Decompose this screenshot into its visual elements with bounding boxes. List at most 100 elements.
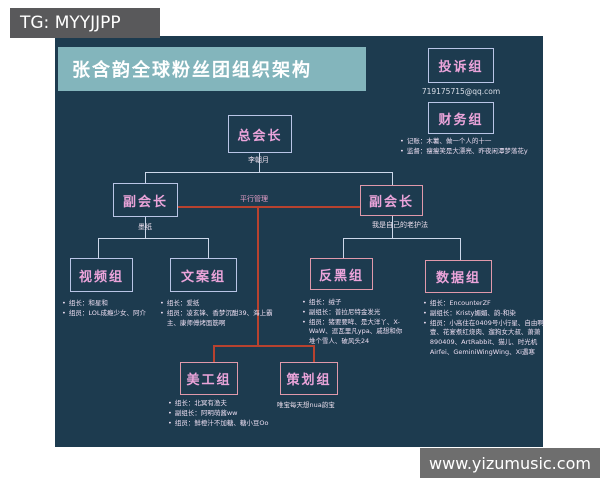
vp-left-name: 墨纸	[138, 223, 152, 231]
bullet-icon: •	[168, 408, 172, 417]
org-box-data: 数据组	[425, 260, 492, 293]
parallel-management-label: 平行管理	[240, 195, 268, 203]
tg-badge-text: TG: MYYJJPP	[20, 13, 121, 33]
vp-right-name: 我是自己的老护法	[372, 221, 428, 229]
note-line: •记账：木薯、做一个人的十一	[400, 137, 550, 147]
note-line: •组长：和星和	[62, 299, 177, 309]
antiblack-notes: •组长：绒子 •副组长：普拉尼特金发光 •组员：猪要要哞、是大洋丫、X-WaW、…	[302, 298, 407, 347]
note-text: 组长：北冥有渔夫	[174, 399, 227, 407]
president-name: 李朝月	[248, 156, 269, 164]
data-notes: •组长：EncounterZF •副组长：Kristy媚媚、韵-和染 •组员：小…	[423, 299, 545, 358]
red-connector-line	[257, 206, 259, 346]
note-text: 组员：鲜橙汁不加糖、糖小豆Oo	[174, 418, 269, 427]
vp-left-box-title: 副会长	[122, 194, 168, 210]
note-line: •组长：EncounterZF	[423, 299, 545, 309]
connector-line	[208, 238, 209, 258]
org-box-vp-left: 副会长	[113, 183, 178, 217]
vp-right-box-title: 副会长	[368, 195, 414, 210]
connector-line	[145, 172, 146, 183]
president-box-title: 总会长	[237, 128, 283, 144]
connector-line	[145, 172, 393, 173]
note-text: 记账：木薯、做一个人的十一	[406, 137, 492, 145]
note-text: 组长：绒子	[308, 298, 342, 306]
red-connector-line	[213, 345, 215, 362]
note-text: 组长：爱纸	[166, 299, 200, 307]
video-box-title: 视频组	[78, 269, 124, 285]
org-box-president: 总会长	[228, 115, 292, 153]
note-line: •组员：鲜橙汁不加糖、糖小豆Oo	[168, 419, 313, 429]
planning-box-title: 策划组	[286, 373, 332, 388]
art-box-title: 美工组	[186, 373, 232, 388]
connector-line	[98, 238, 99, 258]
note-text: 监督：瘦瘦笑是大漂亮、昨夜闲潭梦落花y	[406, 146, 528, 155]
note-line: •监督：瘦瘦笑是大漂亮、昨夜闲潭梦落花y	[400, 147, 550, 157]
bullet-icon: •	[62, 299, 66, 307]
bullet-icon: •	[302, 298, 306, 306]
tg-badge: TG: MYYJJPP	[10, 8, 160, 38]
watermark-bar: www.yizumusic.com	[420, 448, 600, 478]
note-text: 组长：EncounterZF	[429, 299, 491, 307]
data-box-title: 数据组	[435, 271, 481, 286]
red-connector-line	[178, 206, 360, 208]
org-box-planning: 策划组	[280, 362, 338, 395]
note-line: •组员：猪要要哞、是大洋丫、X-WaW、逗瓦里凡ypa、戚想和你堆个雪人、破风头…	[302, 318, 407, 347]
note-text: 组员：小高住在0409号小行星、自由啊壹、花宴煮红烧肉、遛狗女大叔、萧萧8904…	[429, 318, 544, 356]
note-line: •副组长：普拉尼特金发光	[302, 308, 407, 318]
connector-line	[343, 238, 344, 258]
note-text: 副组长：阿明萌酱ww	[174, 408, 238, 417]
note-line: •组员：凌玄锋、香梦沉酣39、海上霸主、康师傅烤面筋啊	[160, 309, 278, 329]
note-line: •组长：绒子	[302, 298, 407, 308]
bullet-icon: •	[302, 307, 306, 316]
complaint-email: 719175715@qq.com	[421, 87, 501, 96]
red-connector-line	[313, 345, 315, 362]
bullet-icon: •	[400, 146, 404, 155]
note-line: •组长：北冥有渔夫	[168, 399, 313, 409]
org-box-finance: 财务组	[428, 102, 494, 134]
connector-line	[145, 217, 146, 238]
note-line: •副组长：阿明萌酱ww	[168, 409, 313, 419]
video-notes: •组长：和星和 •组员：LOL成瘾少女、阿介	[62, 299, 177, 319]
org-box-video: 视频组	[70, 258, 133, 292]
art-notes: •组长：北冥有渔夫 •副组长：阿明萌酱ww •组员：鲜橙汁不加糖、糖小豆Oo	[168, 399, 313, 428]
watermark-text: www.yizumusic.com	[429, 453, 591, 473]
bullet-icon: •	[400, 137, 404, 145]
bullet-icon: •	[160, 299, 164, 307]
org-box-vp-right: 副会长	[360, 185, 423, 216]
note-text: 副组长：Kristy媚媚、韵-和染	[429, 308, 516, 317]
connector-line	[392, 216, 393, 238]
org-box-antiblack: 反黑组	[310, 258, 373, 290]
red-connector-line	[213, 345, 315, 347]
chart-title: 张含韵全球粉丝团组织架构	[72, 60, 312, 81]
connector-line	[98, 238, 209, 239]
org-box-copywriting: 文案组	[170, 258, 237, 292]
note-line: •组长：爱纸	[160, 299, 278, 309]
note-line: •组员：小高住在0409号小行星、自由啊壹、花宴煮红烧肉、遛狗女大叔、萧萧890…	[423, 319, 545, 358]
bullet-icon: •	[62, 308, 66, 317]
note-text: 组长：和星和	[68, 299, 108, 307]
org-chart-panel	[55, 36, 543, 447]
planning-caption: 唯宝每天想nua韵宝	[277, 401, 335, 409]
antiblack-box-title: 反黑组	[318, 268, 364, 284]
org-box-complaint: 投诉组	[428, 48, 494, 83]
connector-line	[343, 238, 461, 239]
org-box-art: 美工组	[180, 362, 238, 395]
bullet-icon: •	[423, 308, 427, 317]
copywriting-box-title: 文案组	[180, 269, 226, 285]
finance-notes: •记账：木薯、做一个人的十一 •监督：瘦瘦笑是大漂亮、昨夜闲潭梦落花y	[400, 137, 550, 157]
bullet-icon: •	[423, 318, 427, 327]
connector-line	[460, 238, 461, 260]
note-text: 组员：凌玄锋、香梦沉酣39、海上霸主、康师傅烤面筋啊	[166, 308, 273, 327]
connector-line	[259, 153, 260, 172]
complaint-box-title: 投诉组	[438, 60, 484, 75]
connector-line	[392, 172, 393, 185]
bullet-icon: •	[168, 418, 172, 427]
note-text: 副组长：普拉尼特金发光	[308, 307, 381, 316]
finance-box-title: 财务组	[438, 112, 484, 128]
bullet-icon: •	[302, 317, 306, 326]
note-line: •副组长：Kristy媚媚、韵-和染	[423, 309, 545, 319]
chart-title-banner: 张含韵全球粉丝团组织架构	[58, 47, 366, 91]
bullet-icon: •	[160, 308, 164, 317]
note-line: •组员：LOL成瘾少女、阿介	[62, 309, 177, 319]
copywriting-notes: •组长：爱纸 •组员：凌玄锋、香梦沉酣39、海上霸主、康师傅烤面筋啊	[160, 299, 278, 328]
note-text: 组员：猪要要哞、是大洋丫、X-WaW、逗瓦里凡ypa、戚想和你堆个雪人、破风头2…	[308, 317, 403, 346]
